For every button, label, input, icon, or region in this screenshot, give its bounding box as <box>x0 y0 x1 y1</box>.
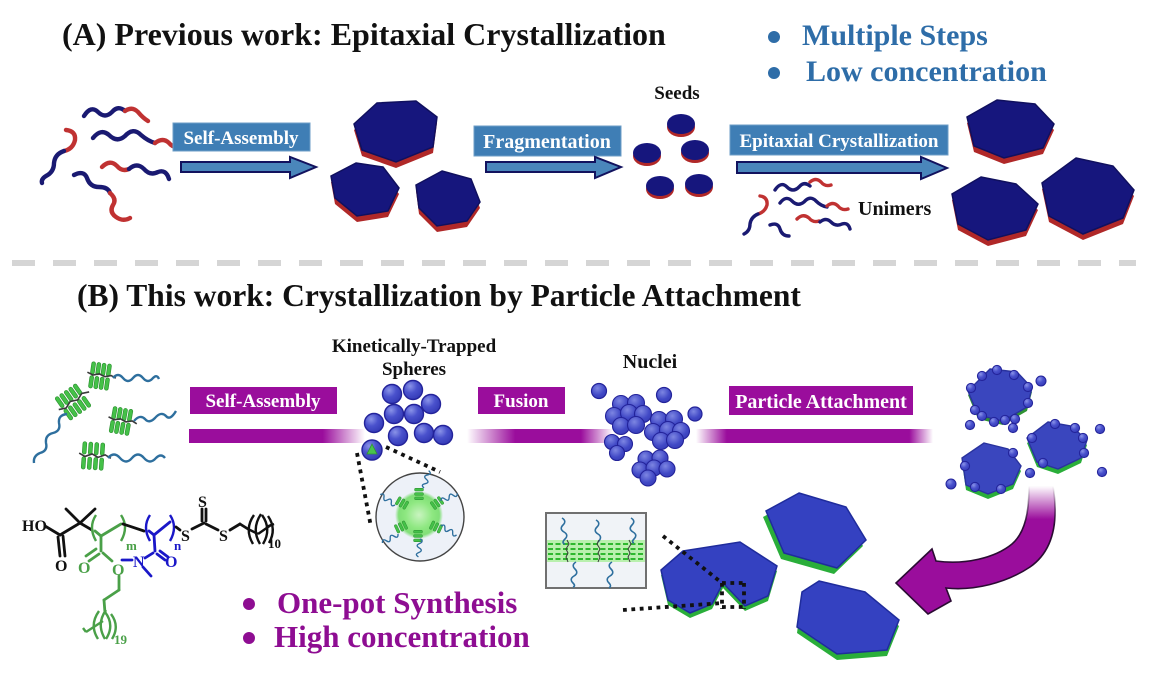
svg-text:N: N <box>133 554 145 571</box>
svg-text:Epitaxial Crystallization: Epitaxial Crystallization <box>740 131 939 152</box>
svg-text:High concentration: High concentration <box>274 619 530 654</box>
svg-text:Unimers: Unimers <box>858 198 932 220</box>
svg-text:O: O <box>112 562 124 579</box>
svg-text:O: O <box>165 554 177 571</box>
svg-text:Fragmentation: Fragmentation <box>483 131 611 153</box>
svg-text:Low concentration: Low concentration <box>806 55 1047 88</box>
svg-text:Seeds: Seeds <box>654 83 699 104</box>
svg-text:Self-Assembly: Self-Assembly <box>205 391 321 412</box>
svg-text:Kinetically-Trapped: Kinetically-Trapped <box>332 336 497 357</box>
svg-text:Particle Attachment: Particle Attachment <box>735 391 907 413</box>
svg-text:Spheres: Spheres <box>382 359 446 380</box>
svg-text:(B) This work: Crystallization: (B) This work: Crystallization by Partic… <box>77 278 801 313</box>
svg-text:S: S <box>181 528 190 545</box>
svg-text:O: O <box>55 558 67 575</box>
svg-text:m: m <box>126 538 137 553</box>
svg-text:n: n <box>174 538 182 553</box>
svg-text:(A) Previous work: Epitaxial C: (A) Previous work: Epitaxial Crystalliza… <box>62 16 666 52</box>
svg-text:One-pot Synthesis: One-pot Synthesis <box>277 585 517 620</box>
svg-text:Self-Assembly: Self-Assembly <box>183 128 299 149</box>
svg-text:10: 10 <box>268 536 281 551</box>
svg-text:O: O <box>78 560 90 577</box>
svg-text:S: S <box>198 494 207 511</box>
svg-text:HO: HO <box>22 518 47 535</box>
svg-text:Nuclei: Nuclei <box>623 351 678 373</box>
svg-text:Multiple Steps: Multiple Steps <box>802 19 988 52</box>
svg-text:19: 19 <box>114 632 128 647</box>
svg-text:S: S <box>219 528 228 545</box>
svg-text:Fusion: Fusion <box>494 391 549 412</box>
